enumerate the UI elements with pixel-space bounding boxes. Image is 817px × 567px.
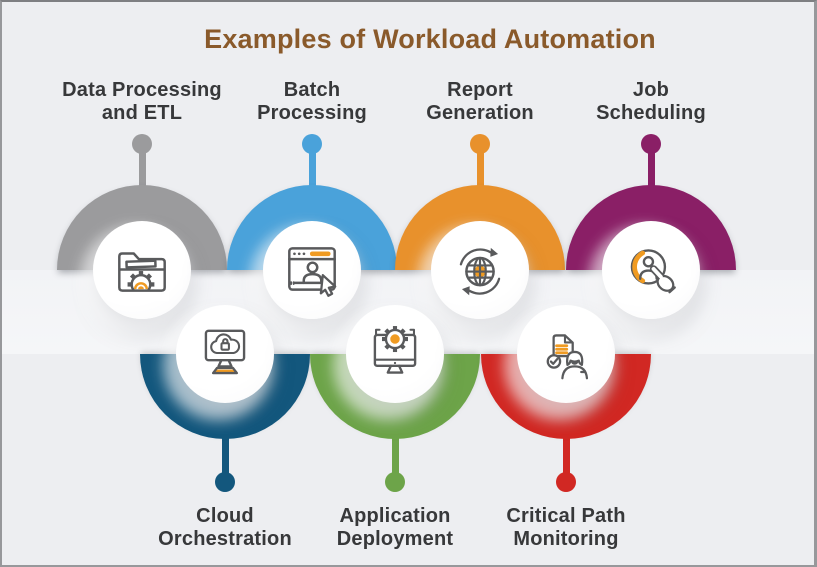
connector-stem [562,436,570,476]
item-label-line1: Data Processing [62,79,222,101]
item-label-line1: Application [339,505,451,527]
item-label: Job Scheduling [536,79,766,125]
connector-stem [476,150,484,188]
connector-dot [641,134,661,154]
item-label: Report Generation [365,79,595,125]
cloud-lock-monitor-icon [204,329,246,375]
connector-dot [132,134,152,154]
item-label-line2: Scheduling [596,102,706,124]
item-label-line1: Cloud [196,505,254,527]
icon-disc [346,305,444,403]
item-label: Application Deployment [280,505,510,551]
icon-disc [602,221,700,319]
item-label-line2: Generation [426,102,534,124]
gear-monitor-icon [373,326,417,374]
item-label: Batch Processing [197,79,427,125]
page-title: Examples of Workload Automation [204,24,656,54]
connector-stem [138,150,146,188]
item-label-line1: Job [632,79,670,101]
browser-user-cursor-icon [288,247,337,297]
connector-dot [215,472,235,492]
item-label-line1: Report [447,79,513,101]
connector-stem [391,436,399,476]
icon-disc [517,305,615,403]
folder-gear-icon [115,252,169,302]
connector-dot [556,472,576,492]
globe-sync-icon [459,247,501,296]
connector-stem [221,436,229,476]
user-select-icon [630,249,676,294]
doc-check-user-icon [546,334,589,380]
item-label: Cloud Orchestration [110,505,340,551]
item-label: Data Processing and ETL [27,79,257,125]
item-label-line1: Batch [283,79,341,101]
connector-dot [385,472,405,492]
connector-stem [308,150,316,188]
icon-disc [431,221,529,319]
connector-stem [647,150,655,188]
connector-dot [302,134,322,154]
icon-disc [93,221,191,319]
icon-disc [176,305,274,403]
item-label-line2: Monitoring [513,528,619,550]
item-label-line1: Critical Path [506,505,626,527]
item-label-line2: Orchestration [158,528,292,550]
item-label: Critical Path Monitoring [451,505,681,551]
item-label-line2: Processing [257,102,367,124]
connector-dot [470,134,490,154]
item-label-line2: Deployment [336,528,454,550]
item-label-line2: and ETL [101,102,183,124]
icon-disc [263,221,361,319]
